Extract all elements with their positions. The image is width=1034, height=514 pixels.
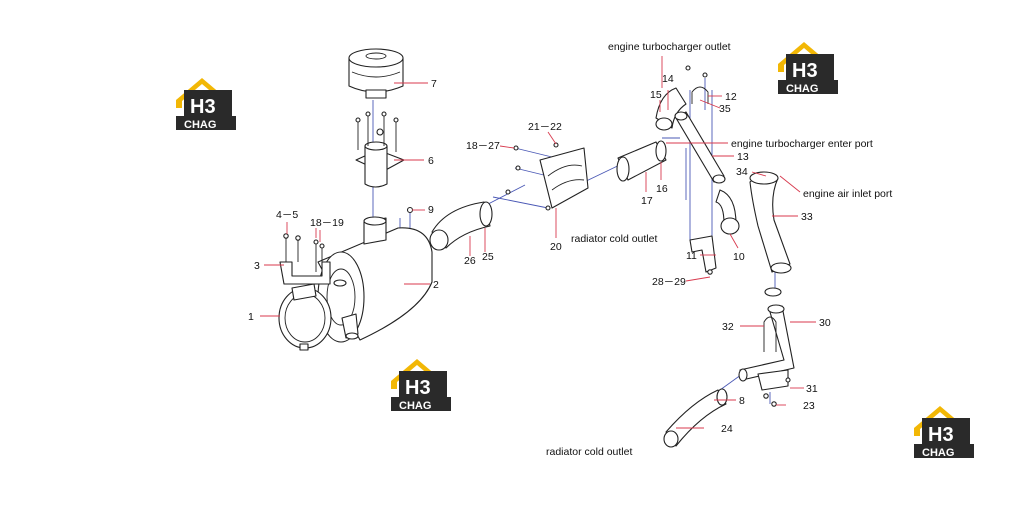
part-30-32-lower-pipe	[738, 304, 795, 382]
callout-turbo-outlet: engine turbocharger outlet	[608, 41, 731, 53]
label-p13: 13	[737, 151, 749, 163]
part-24-8-radiator-hose	[663, 388, 728, 448]
part-7-precleaner	[348, 48, 404, 99]
label-p8: 8	[739, 395, 745, 407]
label-p25: 25	[482, 251, 494, 263]
label-p18-19: 18－19	[310, 217, 344, 229]
label-p26: 26	[464, 255, 476, 267]
part-3-bracket	[279, 233, 331, 285]
logo-word: CHAG	[399, 400, 431, 412]
part-12-35-u-bolt	[685, 65, 709, 104]
label-p3: 3	[254, 260, 260, 272]
part-10-elbow	[715, 189, 740, 235]
label-p14: 14	[662, 73, 674, 85]
part-9-bolt	[406, 206, 414, 214]
label-p33: 33	[801, 211, 813, 223]
label-p18-27: 18－27	[466, 140, 500, 152]
label-p10: 10	[733, 251, 745, 263]
label-p20: 20	[550, 241, 562, 253]
logo-word: CHAG	[922, 447, 954, 459]
callout-radiator-cold-1: radiator cold outlet	[571, 233, 657, 245]
callout-turbo-enter: engine turbocharger enter port	[731, 138, 873, 150]
watermark-logo-3: H3 CHAG	[391, 359, 451, 412]
logo-mark: H3	[792, 60, 818, 82]
label-p23: 23	[803, 400, 815, 412]
label-p21-22: 21－22	[528, 121, 562, 133]
part-6-intake-extension	[355, 111, 405, 188]
label-p17: 17	[641, 195, 653, 207]
logo-mark: H3	[928, 424, 954, 446]
label-p1: 1	[248, 311, 254, 323]
leader-lines	[260, 56, 816, 429]
label-p11: 11	[686, 250, 697, 262]
label-p4-5: 4－5	[276, 209, 298, 221]
part-11-support-bracket	[689, 235, 717, 275]
label-p28-29: 28－29	[652, 276, 686, 288]
logo-mark: H3	[405, 377, 431, 399]
watermark-logo-4: H3 CHAG	[914, 406, 974, 459]
label-p24: 24	[721, 423, 733, 435]
part-33-34-inlet-hose	[749, 171, 792, 297]
label-p31: 31	[806, 383, 818, 395]
label-p15: 15	[650, 89, 662, 101]
logo-word: CHAG	[184, 119, 216, 131]
part-16-17-hose	[616, 140, 667, 182]
logo-word: CHAG	[786, 83, 818, 95]
part-1-mounting-band	[278, 283, 332, 351]
callout-radiator-cold-2: radiator cold outlet	[546, 446, 632, 458]
callouts: engine turbocharger outlet engine turboc…	[546, 41, 892, 458]
label-p16: 16	[656, 183, 668, 195]
label-p32: 32	[722, 321, 734, 333]
label-p6: 6	[428, 155, 434, 167]
label-p34: 34	[736, 166, 748, 178]
part-13-15-turbo-pipe	[655, 87, 726, 184]
label-p2: 2	[433, 279, 439, 291]
part-20-bracket-plate	[505, 142, 589, 211]
label-p7: 7	[431, 78, 437, 90]
part-25-26-hose	[429, 201, 493, 251]
logo-mark: H3	[190, 96, 216, 118]
watermark-logo-2: H3 CHAG	[778, 42, 838, 95]
callout-air-inlet: engine air inlet port	[803, 188, 892, 200]
part-31-23-bracket	[757, 369, 791, 407]
watermark-logo-1: H3 CHAG	[176, 78, 236, 131]
label-p12: 12	[725, 91, 737, 103]
part-number-labels: 1 2 3 4－5 18－19 6 7 8 9 10 11 12 13 14 1…	[248, 73, 831, 435]
label-p35: 35	[719, 103, 731, 115]
label-p9: 9	[428, 204, 434, 216]
part-2-air-filter-housing	[317, 216, 433, 343]
label-p30: 30	[819, 317, 831, 329]
